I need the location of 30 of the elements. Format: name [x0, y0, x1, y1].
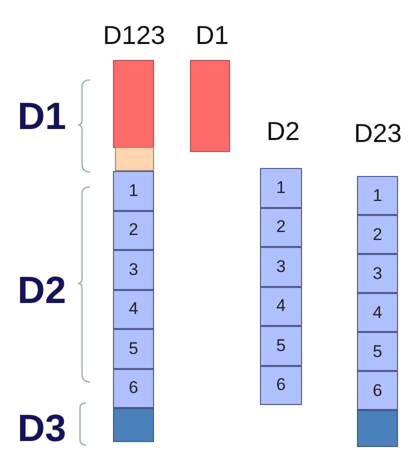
- numbered-block: 6: [357, 371, 398, 410]
- numbered-block: 1: [113, 171, 154, 210]
- column-heading: D23: [354, 120, 402, 146]
- numbered-block: 5: [260, 326, 302, 366]
- numbered-block: 2: [113, 210, 154, 250]
- numbered-block: 3: [260, 247, 302, 286]
- numbered-block: 5: [357, 332, 398, 371]
- base-block: [113, 408, 154, 442]
- column-heading: D123: [103, 22, 166, 48]
- stack-block: [113, 60, 154, 148]
- numbered-block: 3: [113, 250, 154, 290]
- numbered-block: 3: [357, 254, 398, 293]
- range-label: D3: [18, 410, 66, 448]
- numbered-block: 5: [113, 329, 154, 368]
- separator-block: [115, 147, 154, 171]
- numbered-block: 2: [357, 215, 398, 254]
- numbered-block: 6: [260, 366, 302, 405]
- numbered-block: 2: [260, 208, 302, 247]
- column-heading: D2: [266, 118, 300, 144]
- numbered-block: 4: [357, 293, 398, 332]
- numbered-block: 1: [260, 168, 302, 208]
- numbered-block: 4: [260, 286, 302, 326]
- numbered-block: 6: [113, 368, 154, 408]
- column-heading: D1: [196, 22, 229, 48]
- stack-block: [190, 60, 230, 152]
- range-label: D2: [18, 272, 66, 310]
- base-block: [357, 410, 398, 447]
- numbered-block: 1: [357, 176, 398, 215]
- numbered-block: 4: [113, 290, 154, 329]
- range-label: D1: [18, 98, 66, 136]
